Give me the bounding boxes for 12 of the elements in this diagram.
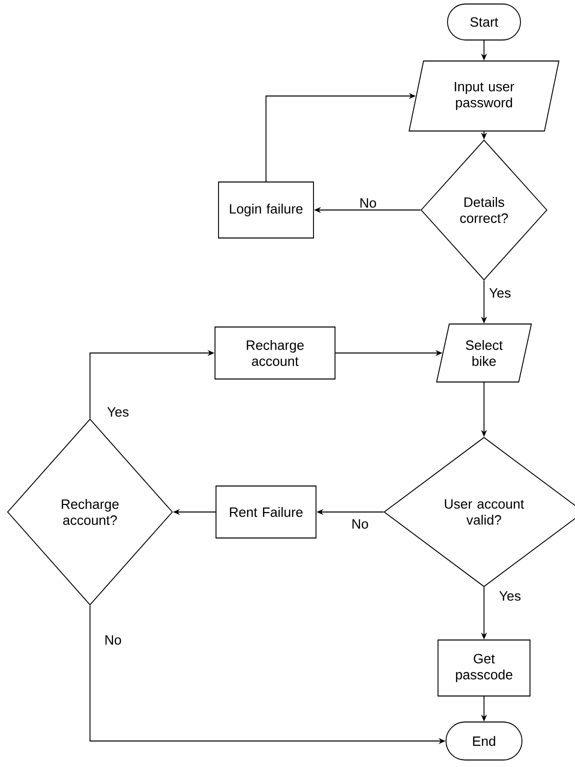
edge-label: No	[103, 634, 123, 646]
edge-label: No	[350, 518, 370, 530]
input-parallelogram: Select bike	[436, 324, 532, 382]
process-box: Get passcode	[438, 640, 530, 696]
process-box: Rent Failure	[216, 486, 316, 538]
edge-label: Yes	[498, 590, 522, 602]
process-box: Login failure	[218, 182, 314, 238]
edge-label: No	[358, 197, 378, 209]
edge-label: Yes	[106, 406, 130, 418]
process-box: Recharge account	[214, 326, 336, 380]
edge-label: Yes	[488, 287, 512, 299]
input-parallelogram: Input user password	[408, 60, 560, 132]
